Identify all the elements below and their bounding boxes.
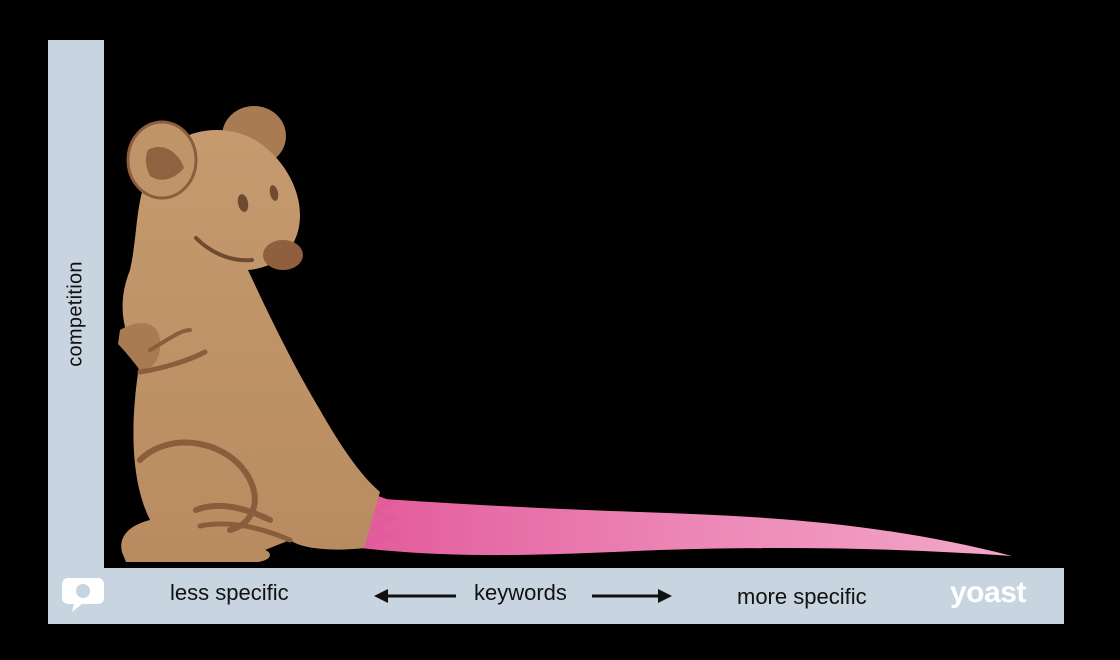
yoast-speech-bubble-icon bbox=[62, 578, 104, 612]
brand-logo-text: yoast bbox=[950, 576, 1026, 609]
rat-tail bbox=[360, 498, 1012, 556]
x-axis-center-label: keywords bbox=[474, 580, 567, 605]
x-axis-left-label: less specific bbox=[170, 580, 289, 605]
y-axis-label: competition bbox=[64, 261, 87, 367]
arrow-right-icon bbox=[592, 589, 672, 603]
x-axis-right-label: more specific bbox=[737, 584, 867, 609]
arrow-left-icon bbox=[374, 589, 456, 603]
rat-body bbox=[121, 130, 381, 555]
rat-eye bbox=[237, 194, 249, 212]
y-axis-bar bbox=[48, 40, 104, 624]
rat-nose bbox=[263, 240, 303, 270]
x-axis-bar bbox=[48, 568, 1064, 624]
